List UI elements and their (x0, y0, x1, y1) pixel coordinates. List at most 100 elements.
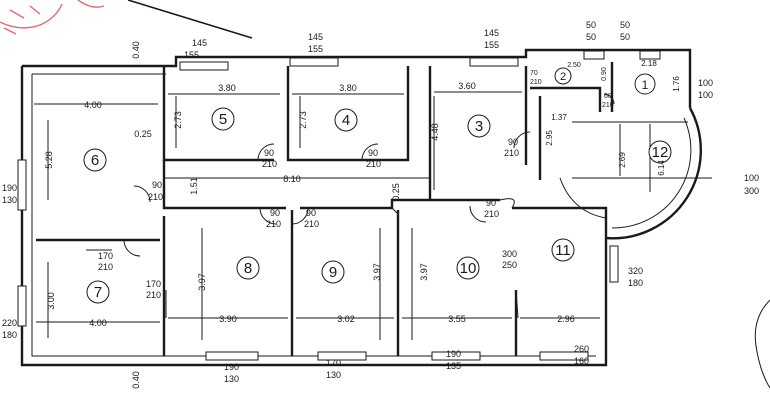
opening-width: 100 (698, 78, 713, 88)
room-number: 2 (560, 71, 566, 83)
room-number: 6 (91, 152, 99, 169)
opening-height: 210 (146, 290, 161, 300)
room-dimension: 3.97 (197, 273, 207, 291)
opening-width: 170 (98, 251, 113, 261)
opening-width: 190 (224, 362, 239, 372)
opening-height: 210 (484, 209, 499, 219)
room-markers (83, 67, 672, 304)
opening-width: 60 (604, 93, 612, 100)
opening-height: 130 (326, 370, 341, 380)
opening-width: 145 (308, 32, 323, 42)
room-dimension: 1.51 (189, 177, 199, 195)
opening-height: 135 (446, 361, 461, 371)
opening-height: 210 (262, 159, 277, 169)
room-numbers: 1 2 3 4 5 6 7 8 9 10 11 12 (91, 71, 669, 301)
opening-width: 50 (620, 20, 630, 30)
opening-width: 320 (628, 266, 643, 276)
room-dimension: 3.00 (46, 292, 56, 310)
room-dimension: 1.76 (672, 76, 681, 92)
opening-width: 170 (146, 279, 161, 289)
room-dimension: 3.97 (372, 263, 382, 281)
opening-height: 210 (530, 79, 542, 86)
room-dimension: 3.80 (339, 83, 357, 93)
opening-width: 100 (744, 173, 759, 183)
stamp-seal (0, 0, 105, 35)
pen-stroke (127, 0, 253, 39)
opening-labels: 145 155 145 155 145 155 50 50 50 50 190 … (2, 20, 759, 384)
room-dimension: 3.60 (458, 81, 476, 91)
opening-height: 155 (484, 40, 499, 50)
exterior-walls (20, 48, 692, 367)
bay-wall (559, 107, 712, 240)
opening-width: 300 (502, 249, 517, 259)
room-dimension: 3.97 (419, 263, 429, 281)
opening-width: 170 (326, 358, 341, 368)
room-dimension: 2.73 (173, 111, 183, 129)
room-number: 4 (342, 112, 350, 129)
opening-height: 250 (502, 260, 517, 270)
room-number: 8 (244, 260, 252, 277)
room-number: 5 (219, 111, 227, 128)
opening-height: 180 (628, 278, 643, 288)
opening-width: 90 (508, 137, 518, 147)
wall-thickness: 0.40 (131, 41, 141, 59)
stamp-seal-right (754, 299, 770, 389)
opening-width: 50 (586, 20, 596, 30)
dimension-lines (34, 91, 651, 340)
room-dimension: 3.90 (219, 314, 237, 324)
opening-height: 210 (504, 148, 519, 158)
opening-height: 210 (366, 159, 381, 169)
opening-height: 50 (586, 32, 596, 42)
opening-height: 180 (2, 330, 17, 340)
opening-height: 210 (602, 102, 614, 109)
room-dimension: 4.00 (84, 100, 102, 110)
room-dimension: 4.00 (89, 318, 107, 328)
room-dimension: 8.10 (283, 174, 301, 184)
room-dimension: 3.80 (218, 83, 236, 93)
opening-height: 210 (266, 219, 281, 229)
room-dimensions: 4.00 5.28 0.25 3.80 2.73 3.80 2.73 3.60 … (44, 41, 681, 389)
room-dimension: 1.37 (551, 113, 567, 122)
opening-width: 90 (368, 148, 378, 158)
opening-height: 155 (308, 44, 323, 54)
room-dimension: 2.95 (545, 130, 554, 146)
room-dimension: 2.18 (641, 59, 657, 68)
opening-height: 155 (184, 50, 199, 60)
opening-width: 90 (152, 180, 162, 190)
door-swings (86, 93, 615, 319)
room-dimension: 0.25 (134, 129, 152, 139)
room-number: 10 (460, 260, 477, 277)
opening-height: 210 (304, 219, 319, 229)
room-dimension: 0.25 (391, 183, 401, 201)
opening-height: 300 (744, 186, 759, 196)
opening-height: 210 (98, 262, 113, 272)
room-dimension: 5.28 (44, 151, 54, 169)
room-dimension: 2.96 (557, 314, 575, 324)
opening-height: 130 (2, 195, 17, 205)
room-dimension: 3.02 (337, 314, 355, 324)
opening-width: 145 (484, 28, 499, 38)
opening-height: 100 (698, 90, 713, 100)
opening-height: 210 (148, 192, 163, 202)
interior-walls (36, 62, 614, 356)
opening-width: 90 (486, 198, 496, 208)
opening-width: 190 (446, 349, 461, 359)
opening-height: 160 (574, 356, 589, 366)
room-number: 9 (329, 264, 337, 281)
room-number: 3 (475, 118, 483, 135)
room-number: 1 (642, 78, 649, 92)
room-dimension: 0.90 (601, 67, 608, 81)
opening-width: 260 (574, 344, 589, 354)
opening-width: 145 (192, 38, 207, 48)
room-dimension: 4.48 (430, 123, 440, 141)
wall-thickness: 0.40 (131, 371, 141, 389)
opening-height: 130 (224, 374, 239, 384)
room-dimension: 6.14 (657, 160, 666, 176)
opening-height: 50 (620, 32, 630, 42)
opening-width: 90 (264, 148, 274, 158)
windows (17, 50, 661, 361)
room-dimension: 2.69 (618, 152, 627, 168)
opening-width: 220 (2, 318, 17, 328)
opening-width: 90 (306, 208, 316, 218)
opening-width: 190 (2, 183, 17, 193)
